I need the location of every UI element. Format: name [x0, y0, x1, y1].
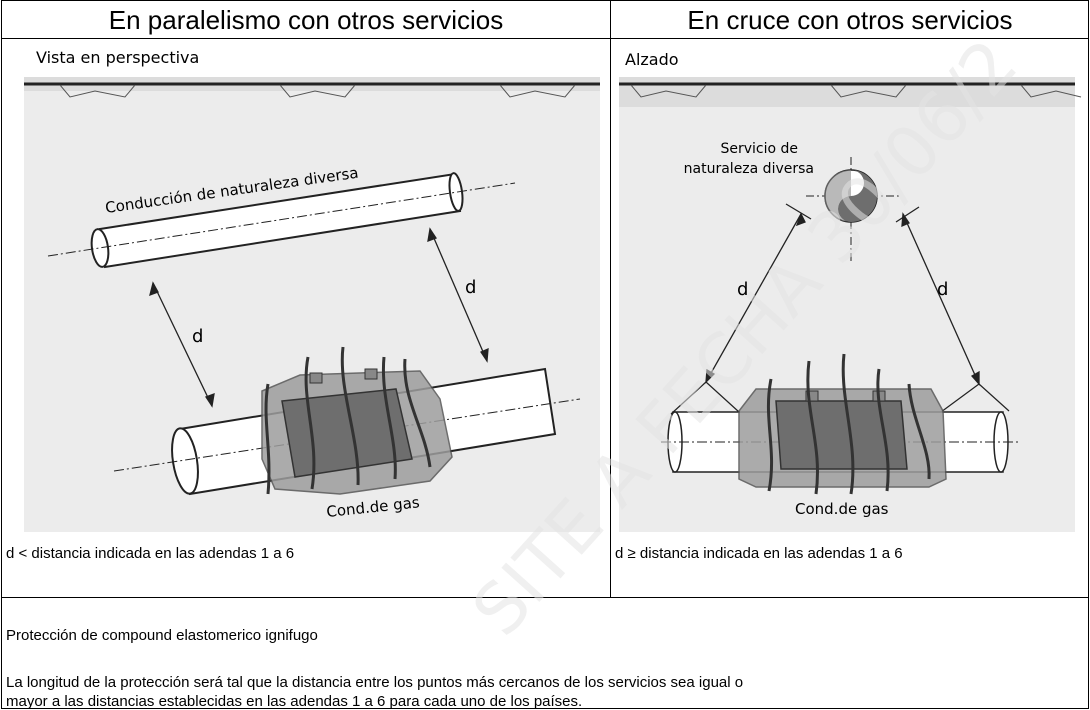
header-divider: [1, 38, 1089, 39]
gas-pipe-label-right: Cond.de gas: [795, 500, 889, 518]
crossing-service: [806, 157, 901, 264]
left-condition: d < distancia indicada en las adendas 1 …: [6, 545, 295, 562]
protection-sleeve: [261, 346, 453, 495]
right-column-title: En cruce con otros servicios: [687, 5, 1013, 35]
crossing-diagram: Alzado Servicio de naturaleza diversa d …: [619, 50, 1082, 532]
diverse-conduit: [90, 172, 464, 269]
left-column-title: En paralelismo con otros servicios: [108, 5, 504, 35]
service-label-line2: naturaleza diversa: [684, 161, 814, 177]
distance-label-left-1: d: [192, 326, 203, 347]
length-note-line2: mayor a las distancias establecidas en l…: [6, 693, 583, 710]
distance-label-right-2: d: [937, 279, 948, 300]
distance-label-right-1: d: [737, 279, 748, 300]
view-label-left: Vista en perspectiva: [36, 48, 199, 67]
column-divider: [610, 0, 611, 598]
right-condition: d ≥ distancia indicada en las adendas 1 …: [615, 545, 903, 562]
protection-note: Protección de compound elastomerico igni…: [6, 627, 318, 644]
view-label-right: Alzado: [625, 50, 679, 69]
service-label-line1: Servicio de: [720, 141, 798, 157]
distance-label-left-2: d: [465, 277, 476, 298]
conduit-axis: [47, 182, 516, 257]
row-divider: [1, 597, 1089, 598]
length-note-line1: La longitud de la protección será tal qu…: [6, 674, 744, 691]
protection-sleeve-crossing: [738, 353, 947, 495]
parallel-diagram: Vista en perspectiva Conducción de natur…: [24, 48, 600, 532]
